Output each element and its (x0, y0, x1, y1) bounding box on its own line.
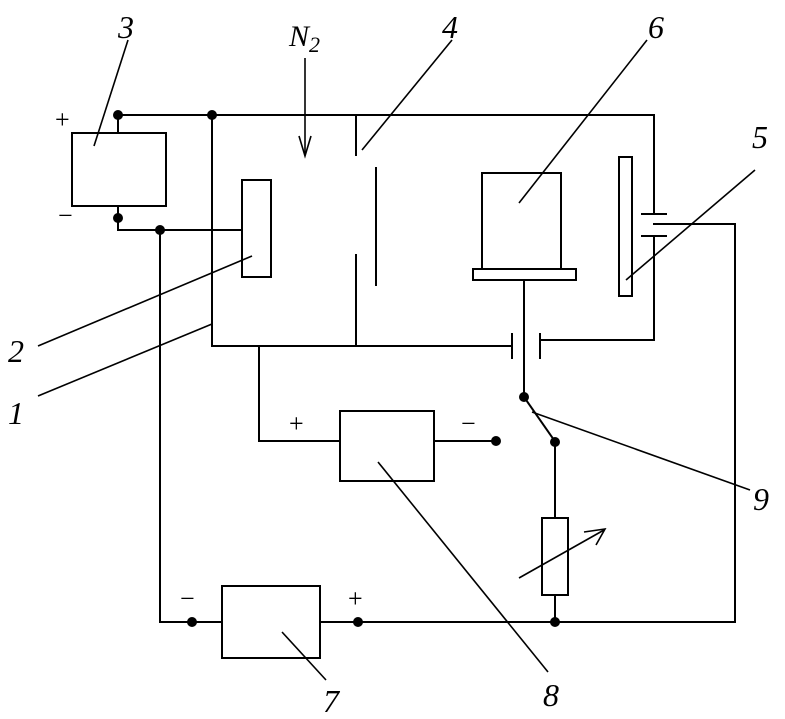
gas-label: N2 (288, 20, 320, 57)
power-supply-3 (71, 132, 167, 207)
right-return-wire (653, 223, 736, 623)
psu8-minus-sign: − (461, 409, 476, 438)
psu7-minus-sign: − (180, 584, 195, 613)
variable-resistor (518, 517, 607, 623)
capacitor-right (539, 213, 667, 341)
callout-4: 4 (442, 9, 458, 45)
callout-3: 3 (117, 9, 134, 45)
power-supply-7 (221, 585, 321, 659)
plate-5 (618, 156, 633, 297)
callout-1: 1 (8, 395, 24, 431)
psu3-negative-wire (117, 205, 245, 231)
substrate-holder-6 (472, 172, 577, 396)
junction-dots (113, 110, 560, 627)
psu3-minus-sign: − (58, 201, 73, 230)
top-wire (117, 114, 655, 215)
psu8-plus-sign: + (289, 409, 304, 438)
gas-symbol: N (288, 20, 311, 53)
nitrogen-inlet-arrow (298, 58, 312, 159)
leader-lines (37, 39, 756, 681)
callout-5: 5 (752, 119, 768, 155)
switch-9 (522, 395, 556, 519)
psu8-wires (258, 345, 497, 442)
callout-8: 8 (543, 677, 559, 713)
target-electrode-2 (241, 179, 272, 278)
psu7-wires (159, 229, 736, 623)
gas-subscript: 2 (309, 32, 320, 57)
psu3-plus-sign: + (55, 105, 70, 134)
callout-7: 7 (323, 683, 341, 719)
grid-partition-4 (355, 114, 377, 347)
callout-2: 2 (8, 333, 24, 369)
callout-9: 9 (753, 481, 769, 517)
power-supply-8 (339, 410, 435, 482)
callout-6: 6 (648, 9, 664, 45)
psu7-plus-sign: + (348, 584, 363, 613)
capacitor-bottom (511, 333, 541, 359)
